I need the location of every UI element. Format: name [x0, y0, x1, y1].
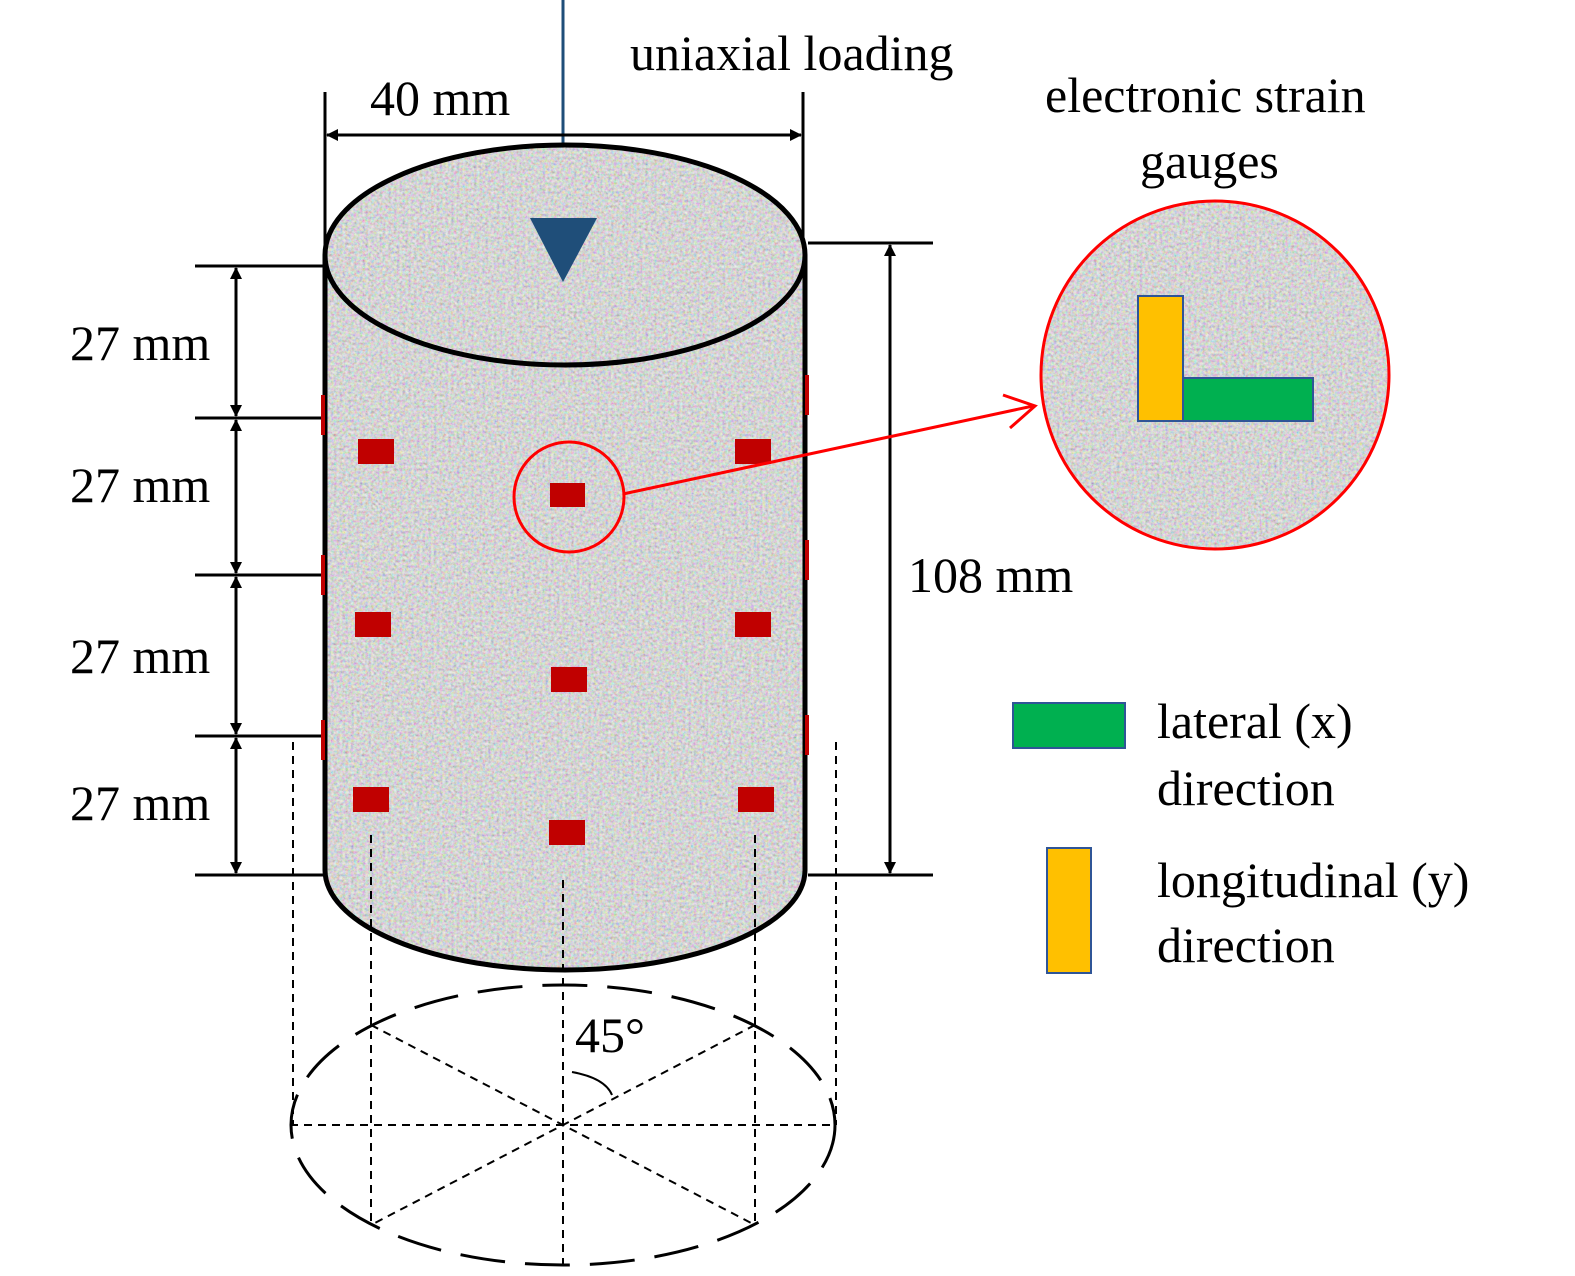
legend-longitudinal-line1: longitudinal (y) [1157, 852, 1469, 908]
segment-label-3: 27 mm [70, 628, 210, 684]
callout-title-line1: electronic strain [1045, 67, 1366, 123]
segment-label-2: 27 mm [70, 457, 210, 513]
gauge [735, 612, 771, 637]
loading-label: uniaxial loading [630, 25, 954, 81]
legend-swatch-lateral [1012, 702, 1126, 749]
legend-longitudinal-line2: direction [1157, 917, 1335, 973]
strain-gauges [321, 375, 809, 845]
gauge-layout-plan-view [289, 742, 837, 1268]
height-label: 108 mm [908, 547, 1073, 603]
angle-label: 45° [575, 1007, 645, 1063]
magnified-gauge-view [1039, 199, 1391, 551]
legend-lateral-line1: lateral (x) [1157, 693, 1353, 749]
gauge [735, 439, 771, 464]
lateral-gauge [1182, 377, 1314, 422]
cylinder-top-face [322, 142, 808, 368]
legend-lateral-line2: direction [1157, 760, 1335, 816]
cylinder-specimen [322, 142, 808, 973]
load-arrow-head [530, 218, 597, 282]
gauge [358, 439, 394, 464]
height-dimension [808, 241, 933, 877]
gauge [353, 787, 389, 812]
gauge [551, 667, 587, 692]
gauge [550, 483, 585, 507]
longitudinal-gauge [1137, 295, 1184, 422]
segment-label-1: 27 mm [70, 315, 210, 371]
gauge [738, 787, 774, 812]
segment-label-4: 27 mm [70, 775, 210, 831]
callout-title-line2: gauges [1140, 133, 1279, 189]
legend-swatch-longitudinal [1046, 847, 1092, 974]
gauge [549, 820, 585, 845]
legend: lateral (x) direction longitudinal (y) d… [1012, 693, 1469, 974]
gauge-highlight-circle [512, 440, 626, 554]
diameter-label: 40 mm [370, 70, 510, 126]
callout-arrow [622, 404, 1034, 496]
gauge [355, 612, 391, 637]
diameter-dimension [323, 92, 805, 250]
segment-dimensions [195, 264, 325, 877]
